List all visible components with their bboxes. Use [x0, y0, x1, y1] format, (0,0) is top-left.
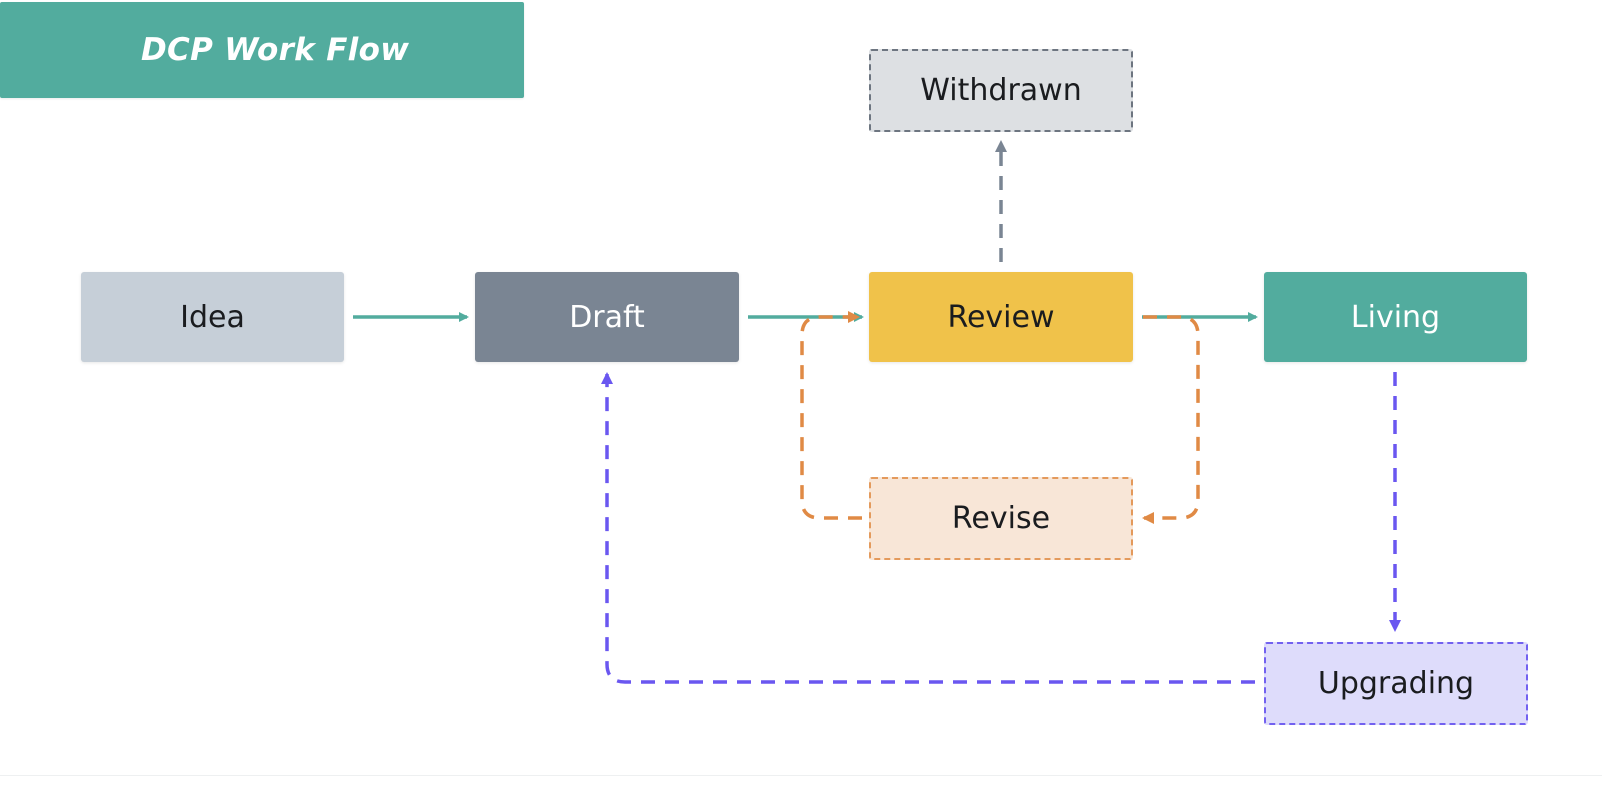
node-withdrawn-label: Withdrawn	[920, 73, 1082, 108]
node-revise: Revise	[869, 477, 1133, 560]
node-living: Living	[1264, 272, 1527, 362]
node-idea: Idea	[81, 272, 344, 362]
edge-upgrading-to-draft	[601, 372, 1255, 684]
node-upgrading-label: Upgrading	[1317, 666, 1475, 701]
node-draft-label: Draft	[569, 299, 645, 335]
node-living-label: Living	[1350, 299, 1441, 335]
node-idea-label: Idea	[180, 299, 245, 335]
node-review: Review	[869, 272, 1133, 362]
node-revise-label: Revise	[951, 501, 1051, 536]
node-review-label: Review	[947, 299, 1055, 335]
node-withdrawn: Withdrawn	[869, 49, 1133, 132]
edge-review-to-revise	[1142, 315, 1200, 524]
title-banner: DCP Work Flow	[0, 2, 524, 98]
diagram-title: DCP Work Flow	[141, 32, 410, 68]
node-draft: Draft	[475, 272, 739, 362]
bottom-divider	[0, 775, 1602, 776]
edge-revise-to-review	[800, 311, 862, 520]
node-upgrading: Upgrading	[1264, 642, 1528, 725]
